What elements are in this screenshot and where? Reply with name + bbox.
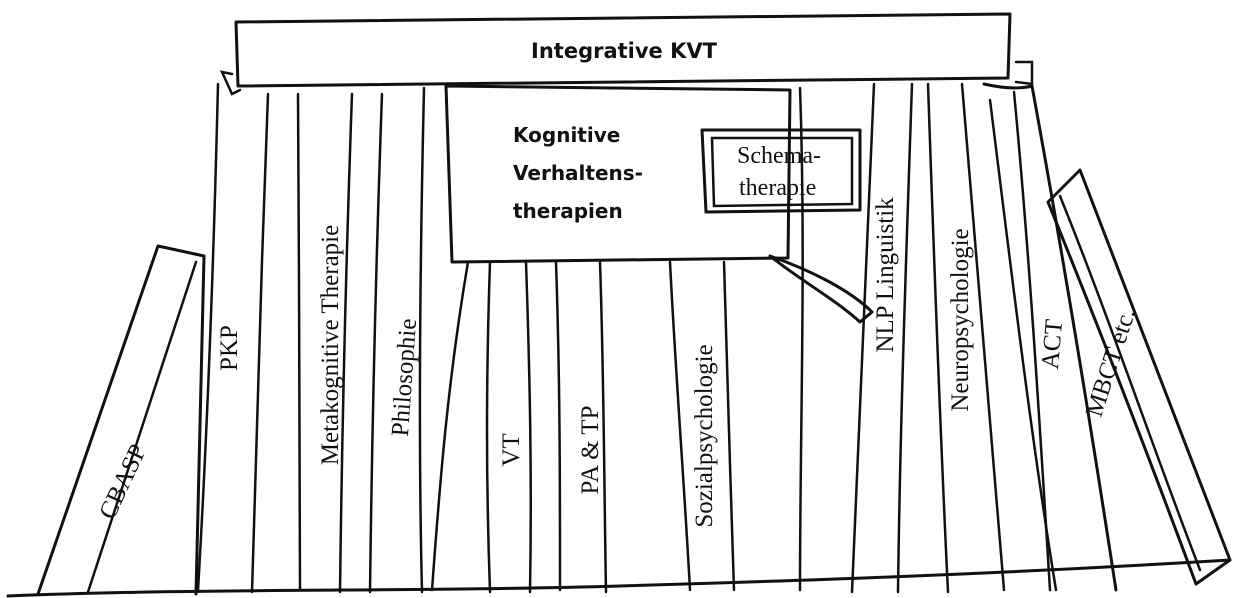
book-label-philosophie: Philosophie <box>387 318 422 438</box>
book-act: ACT <box>982 82 1118 592</box>
roof-plank: Integrative KVT <box>219 12 1034 96</box>
center-label-line3: therapien <box>513 199 623 223</box>
book-label-mbct: MBCT etc. <box>1081 305 1141 420</box>
roof-title: Integrative KVT <box>531 39 718 63</box>
book-label-act: ACT <box>1037 318 1068 370</box>
book-spines <box>196 82 1052 594</box>
center-label-line1: Kognitive <box>513 123 620 147</box>
ground-line <box>6 558 1232 598</box>
book-label-sozialpsychologie: Sozialpsychologie <box>691 344 718 527</box>
book-mbct: MBCT etc. <box>1046 168 1232 586</box>
schema-label-line2: therapie <box>739 175 816 201</box>
center-block: Kognitive Verhaltens- therapien <box>444 84 792 264</box>
schema-block: Schema- therapie <box>700 128 862 214</box>
book-label-pkp: PKP <box>216 325 243 371</box>
book-label-neuropsychologie: Neuropsychologie <box>947 228 974 411</box>
center-label-line2: Verhaltens- <box>513 161 643 185</box>
book-label-vt: VT <box>498 433 525 466</box>
book-label-metakognitive: Metakognitive Therapie <box>317 225 344 465</box>
book-label-cbasp: CBASP <box>94 440 152 523</box>
book-cbasp: CBASP <box>36 244 206 596</box>
book-label-pa-tp: PA & TP <box>577 406 604 495</box>
book-label-nlp: NLP Linguistik <box>872 197 899 353</box>
schema-label-line1: Schema- <box>737 143 821 169</box>
wedge <box>768 254 874 324</box>
